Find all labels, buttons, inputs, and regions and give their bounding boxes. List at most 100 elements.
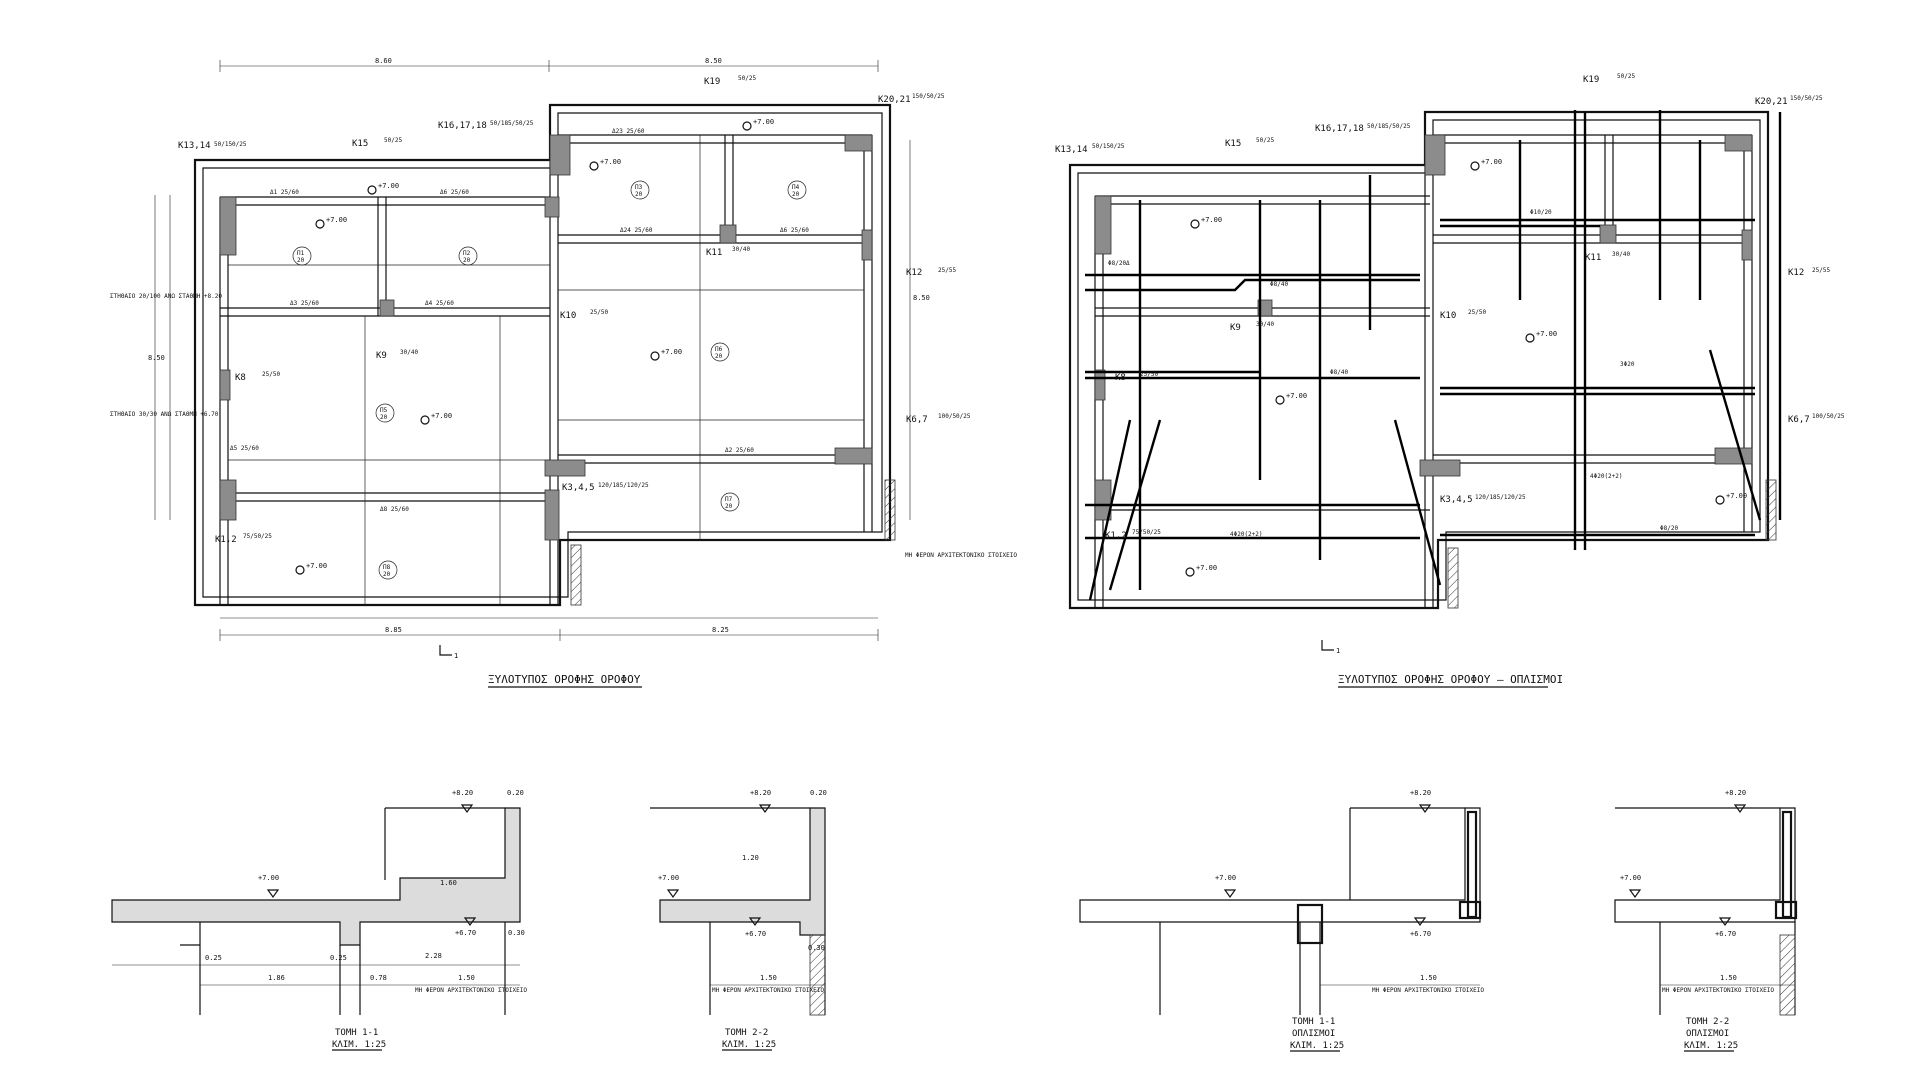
svg-text:+7.00: +7.00	[1726, 492, 1747, 500]
svg-text:100/50/25: 100/50/25	[1812, 413, 1845, 420]
svg-text:+7.00: +7.00	[1536, 330, 1557, 338]
level-marker: +7.00	[658, 874, 680, 899]
label-k15: K15	[352, 139, 368, 149]
spec-k1: 75/50/25	[243, 533, 272, 540]
svg-text:ΚΛΙΜ. 1:25: ΚΛΙΜ. 1:25	[722, 1040, 776, 1050]
dim-bottom-2: 8.25	[712, 626, 729, 634]
beam-label: Δ8 25/60	[380, 506, 409, 513]
svg-text:K16,17,18: K16,17,18	[1315, 124, 1364, 134]
svg-text:25/50: 25/50	[1140, 371, 1158, 378]
svg-text:3Φ20: 3Φ20	[1620, 361, 1635, 368]
column-k12	[861, 229, 873, 261]
svg-text:0.25: 0.25	[330, 954, 347, 962]
svg-text:2.28: 2.28	[425, 952, 442, 960]
svg-text:1.20: 1.20	[742, 854, 759, 862]
level-marker: +7.00	[367, 182, 399, 195]
column-k3	[544, 459, 586, 477]
svg-text:+7.00: +7.00	[658, 874, 679, 882]
svg-text:0.20: 0.20	[810, 789, 827, 797]
svg-text:Π8: Π8	[383, 564, 391, 571]
svg-text:50/185/50/25: 50/185/50/25	[1367, 123, 1411, 130]
svg-text:Π5: Π5	[380, 407, 388, 414]
label-k8: K8	[235, 373, 246, 383]
svg-text:ΤΟΜΗ 1-1: ΤΟΜΗ 1-1	[335, 1028, 378, 1038]
svg-text:Π2: Π2	[463, 250, 471, 257]
level-marker: +7.00	[295, 562, 327, 575]
dim-right: 8.50	[913, 294, 930, 302]
svg-text:+7.00: +7.00	[661, 348, 682, 356]
svg-text:+7.00: +7.00	[1201, 216, 1222, 224]
svg-text:ΤΟΜΗ 1-1: ΤΟΜΗ 1-1	[1292, 1017, 1335, 1027]
note-parapet: ΣΤΗΘΑΙΟ 20/100 ΑΝΩ ΣΤΑΘΜΗ +8.20	[110, 293, 222, 300]
svg-text:ΜΗ ΦΕΡΟΝ ΑΡΧΙΤΕΚΤΟΝΙΚΟ ΣΤΟΙΧΕΙ: ΜΗ ΦΕΡΟΝ ΑΡΧΙΤΕΚΤΟΝΙΚΟ ΣΤΟΙΧΕΙΟ	[712, 987, 824, 994]
svg-text:Φ8/20Δ: Φ8/20Δ	[1108, 260, 1130, 267]
svg-text:K11: K11	[1585, 253, 1601, 263]
svg-text:+7.00: +7.00	[1481, 158, 1502, 166]
svg-text:Π3: Π3	[635, 184, 643, 191]
svg-text:30/40: 30/40	[1256, 321, 1274, 328]
svg-text:K10: K10	[1440, 311, 1456, 321]
column-k9	[379, 299, 395, 317]
level-marker: +6.70	[455, 917, 477, 937]
svg-text:150/50/25: 150/50/25	[1790, 95, 1823, 102]
spec-k6: 100/50/25	[938, 413, 971, 420]
svg-text:20: 20	[297, 257, 305, 264]
svg-text:K6,7: K6,7	[1788, 415, 1810, 425]
dim-bottom-1: 8.85	[385, 626, 402, 634]
svg-text:K9: K9	[1230, 323, 1241, 333]
svg-text:+7.00: +7.00	[1286, 392, 1307, 400]
svg-text:20: 20	[635, 191, 643, 198]
spec-k12: 25/55	[938, 267, 956, 274]
beam-label: Δ6 25/60	[440, 189, 469, 196]
level-marker: +7.00	[589, 158, 621, 171]
svg-text:K20,21: K20,21	[1755, 97, 1788, 107]
svg-text:20: 20	[380, 414, 388, 421]
spec-k15: 50/25	[384, 137, 402, 144]
spec-k3: 120/185/120/25	[598, 482, 649, 489]
label-k11: K11	[706, 248, 722, 258]
spec-k19: 50/25	[738, 75, 756, 82]
spec-k13: 50/150/25	[214, 141, 247, 148]
svg-text:Φ8/40: Φ8/40	[1270, 281, 1288, 288]
svg-text:+8.20: +8.20	[1725, 789, 1746, 797]
label-k12: K12	[906, 268, 922, 278]
svg-text:75/50/25: 75/50/25	[1132, 529, 1161, 536]
label-k1: K1,2	[215, 535, 237, 545]
svg-text:+7.00: +7.00	[306, 562, 327, 570]
svg-text:50/150/25: 50/150/25	[1092, 143, 1125, 150]
level-marker: +7.00	[742, 118, 774, 131]
svg-text:25/50: 25/50	[1468, 309, 1486, 316]
level-marker: +7.00	[420, 412, 452, 425]
svg-text:+7.00: +7.00	[1620, 874, 1641, 882]
svg-text:K19: K19	[1583, 75, 1599, 85]
formwork-plan: 8.60 8.50 8.85 8.25 8.50 8.50	[110, 57, 1017, 688]
note-parapet: ΣΤΗΘΑΙΟ 30/30 ΑΝΩ ΣΤΑΘΜΗ +6.70	[110, 411, 219, 418]
svg-text:4Φ20(2+2): 4Φ20(2+2)	[1230, 531, 1263, 538]
svg-text:ΟΠΛΙΣΜΟΙ: ΟΠΛΙΣΜΟΙ	[1292, 1029, 1335, 1039]
svg-text:+7.00: +7.00	[1215, 874, 1236, 882]
level-marker: +7.00	[315, 216, 347, 229]
beam-label: Δ1 25/60	[270, 189, 299, 196]
svg-text:+8.20: +8.20	[452, 789, 473, 797]
svg-text:K13,14: K13,14	[1055, 145, 1088, 155]
svg-text:+7.00: +7.00	[1196, 564, 1217, 572]
label-k6: K6,7	[906, 415, 928, 425]
plan-title-right: ΞΥΛΟΤΥΠΟΣ ΟΡΟΦΗΣ ΟΡΟΦΟΥ – ΟΠΛΙΣΜΟΙ	[1338, 673, 1563, 686]
svg-text:1.50: 1.50	[760, 974, 777, 982]
svg-text:+6.70: +6.70	[455, 929, 476, 937]
svg-text:+7.00: +7.00	[753, 118, 774, 126]
svg-text:0.30: 0.30	[508, 929, 525, 937]
svg-text:20: 20	[383, 571, 391, 578]
dim-top-2: 8.50	[705, 57, 722, 65]
svg-text:20: 20	[463, 257, 471, 264]
label-k9: K9	[376, 351, 387, 361]
svg-text:+7.00: +7.00	[431, 412, 452, 420]
svg-text:1: 1	[1336, 647, 1340, 655]
svg-text:ΜΗ ΦΕΡΟΝ ΑΡΧΙΤΕΚΤΟΝΙΚΟ ΣΤΟΙΧΕΙ: ΜΗ ΦΕΡΟΝ ΑΡΧΙΤΕΚΤΟΝΙΚΟ ΣΤΟΙΧΕΙΟ	[1662, 987, 1774, 994]
svg-text:ΜΗ ΦΕΡΟΝ ΑΡΧΙΤΕΚΤΟΝΙΚΟ ΣΤΟΙΧΕΙ: ΜΗ ΦΕΡΟΝ ΑΡΧΙΤΕΚΤΟΝΙΚΟ ΣΤΟΙΧΕΙΟ	[415, 987, 527, 994]
